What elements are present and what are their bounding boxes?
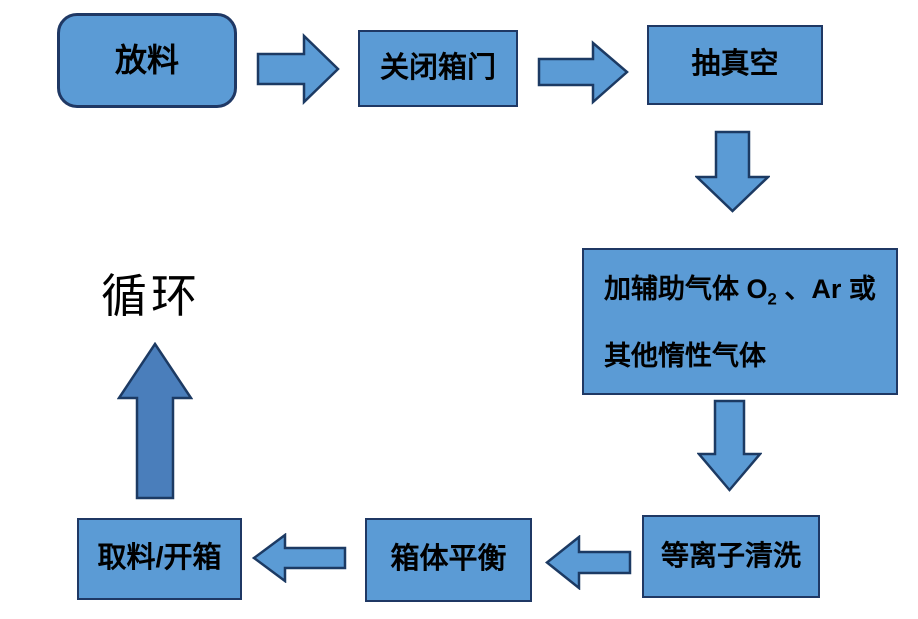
arrow-left-1 (545, 535, 632, 590)
node-load-material: 放料 (57, 13, 237, 108)
arrow-right-2 (537, 40, 629, 105)
node-close-door-label: 关闭箱门 (379, 51, 496, 84)
node-vacuum: 抽真空 (647, 25, 823, 105)
arrow-right-1 (256, 33, 340, 105)
node-add-gas-line1: 加辅助气体 O2 、Ar 或 (604, 274, 876, 309)
node-chamber-balance-label: 箱体平衡 (390, 543, 507, 576)
node-plasma-clean-label: 等离子清洗 (660, 540, 801, 572)
node-plasma-clean: 等离子清洗 (642, 515, 820, 598)
node-vacuum-label: 抽真空 (691, 48, 779, 81)
arrow-left-2 (252, 533, 347, 583)
cycle-label: 循环 (101, 271, 201, 322)
node-unload-open-label: 取料/开箱 (97, 542, 222, 575)
arrow-down-2 (697, 399, 762, 492)
arrow-down-1 (695, 130, 770, 213)
arrow-up-cycle (117, 342, 193, 500)
node-add-gas-line2: 其他惰性气体 (604, 340, 766, 371)
node-chamber-balance: 箱体平衡 (365, 518, 532, 602)
node-add-gas: 加辅助气体 O2 、Ar 或 其他惰性气体 (582, 248, 898, 395)
node-load-material-label: 放料 (114, 42, 179, 79)
node-close-door: 关闭箱门 (358, 30, 518, 107)
node-unload-open: 取料/开箱 (77, 518, 242, 600)
